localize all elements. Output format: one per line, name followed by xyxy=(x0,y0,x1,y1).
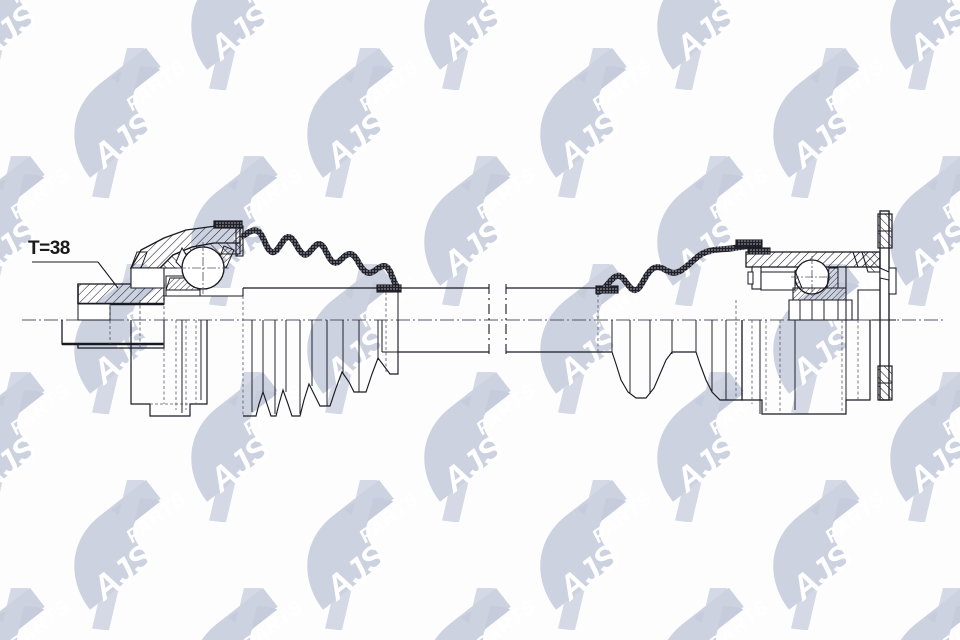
break-lines xyxy=(488,284,507,356)
spline-count-label: T=38 xyxy=(28,238,70,259)
